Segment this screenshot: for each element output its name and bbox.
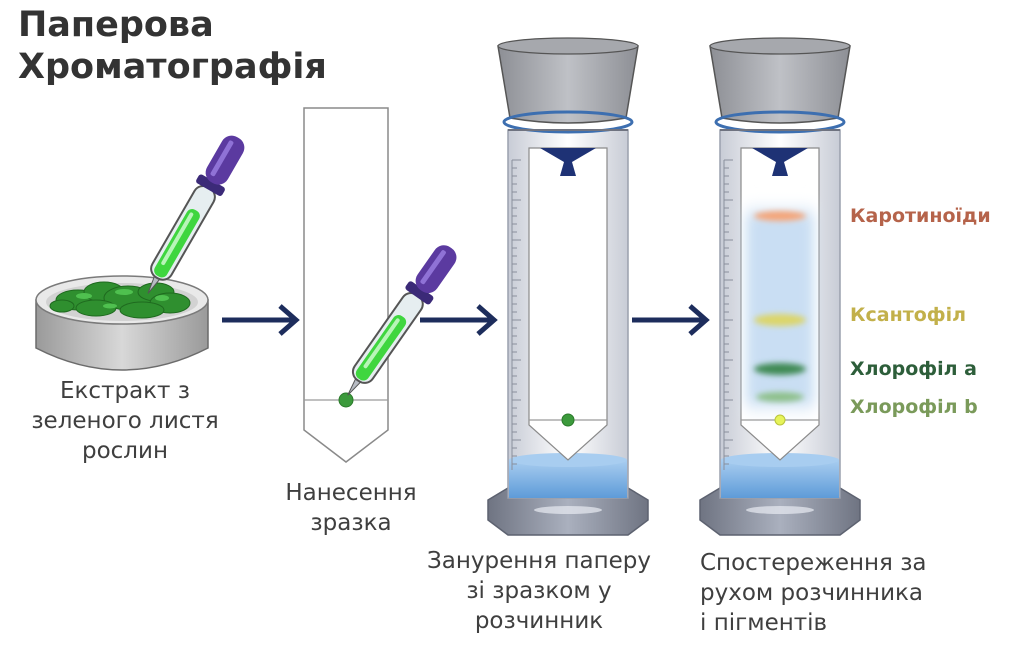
chromatography-cylinder-icon xyxy=(487,37,649,536)
arrow-right-icon xyxy=(222,304,300,336)
dropper-icon xyxy=(134,129,252,302)
pigment-band-carotenoids xyxy=(754,211,806,221)
arrow-right-icon xyxy=(632,304,710,336)
petri-dish-icon xyxy=(35,275,209,371)
pigment-label-xanthophyll: Ксантофіл xyxy=(850,304,967,326)
pigment-label-carotenoids: Каротиноїди xyxy=(850,205,991,227)
pigment-label-chlorophyll-a: Хлорофіл a xyxy=(850,358,977,380)
pigment-band-chlorophyll-b xyxy=(756,392,804,402)
caption-observation: Спостереження за рухом розчинника і пігм… xyxy=(700,550,927,636)
pigment-label-chlorophyll-b: Хлорофіл b xyxy=(850,396,978,418)
title-line-2: Хроматографія xyxy=(18,47,327,87)
pigment-band-chlorophyll-a xyxy=(754,363,806,375)
title-line-1: Паперова xyxy=(18,5,214,45)
caption-extract: Екстракт з зеленого листя рослин xyxy=(31,378,219,464)
arrow-right-icon xyxy=(420,304,498,336)
paper-strip-icon xyxy=(303,107,389,463)
caption-sample-application: Нанесення зразка xyxy=(285,480,417,536)
chromatography-cylinder-icon xyxy=(699,37,861,536)
pigment-band-xanthophyll xyxy=(754,314,806,326)
caption-immersion: Занурення паперу зі зразком у розчинник xyxy=(427,548,651,634)
page-title: Паперова Хроматографія xyxy=(18,4,327,88)
